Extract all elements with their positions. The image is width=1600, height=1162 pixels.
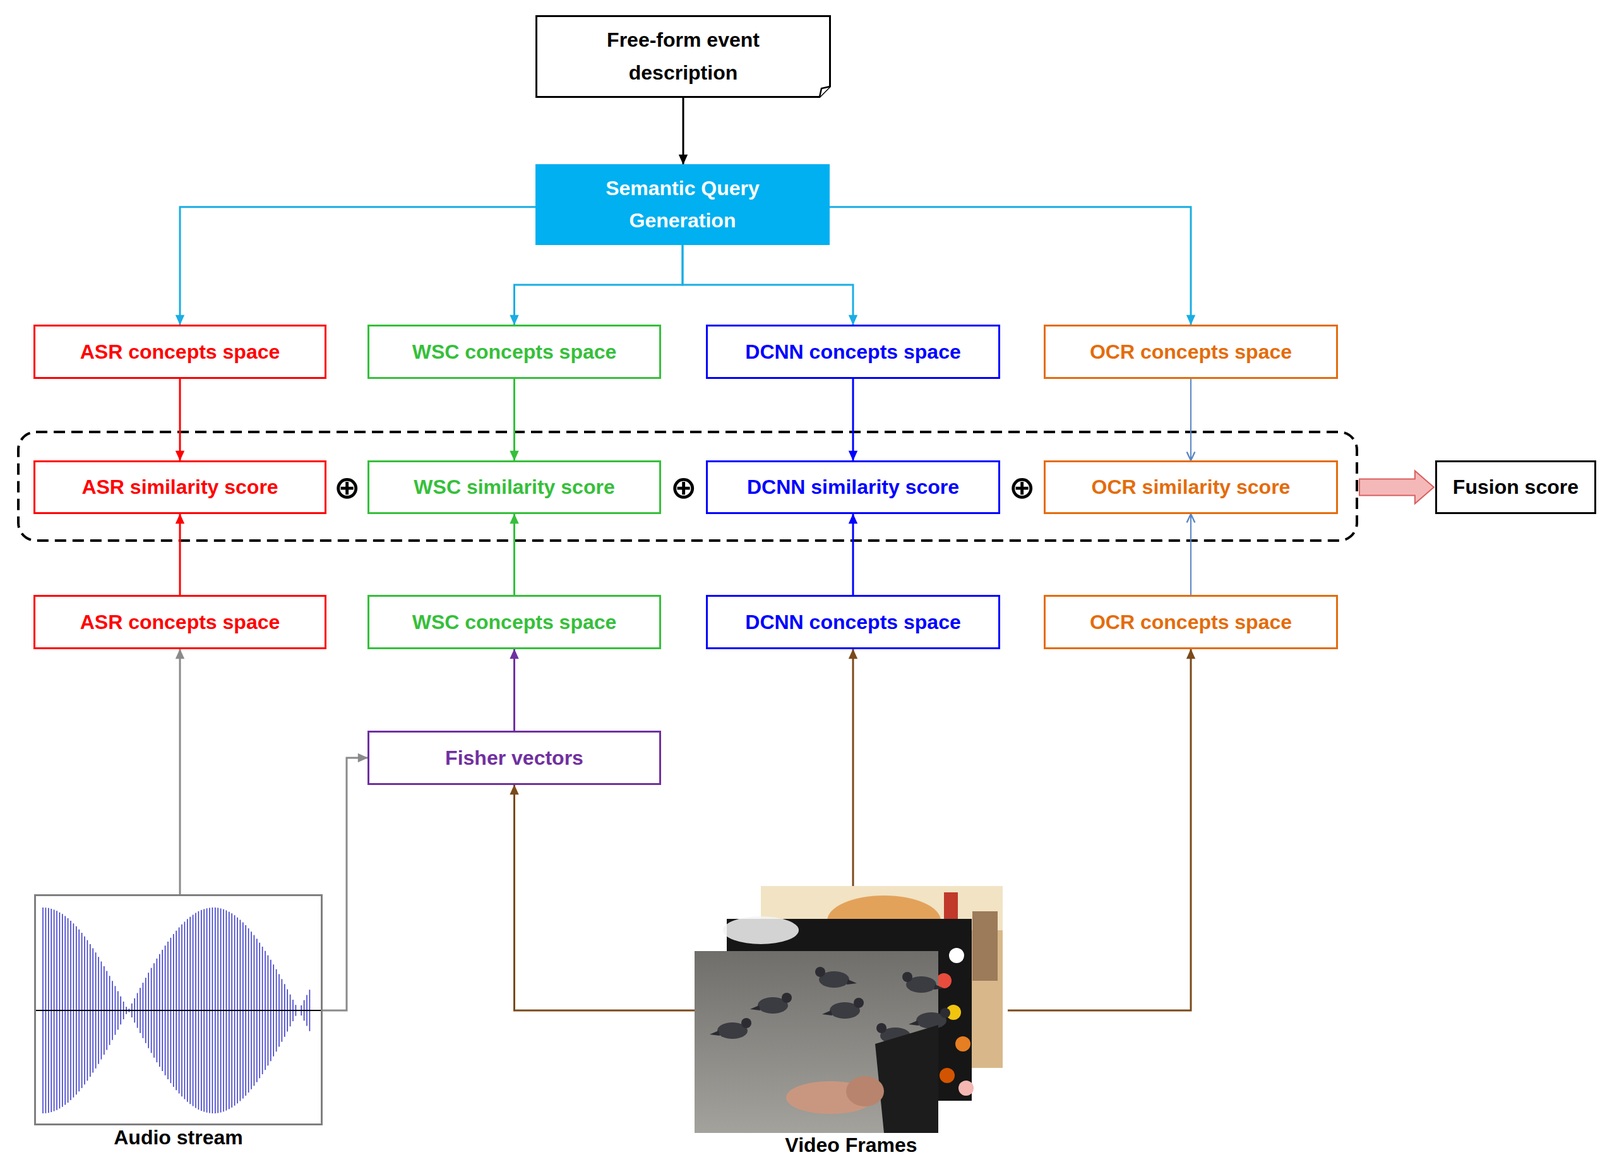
concept-box: WSC concepts space	[367, 324, 662, 379]
document-outline	[535, 15, 831, 98]
node-text: DCNN concepts space	[745, 339, 961, 364]
pigeon	[815, 966, 857, 988]
frame-light	[939, 1067, 955, 1083]
document-border	[536, 16, 831, 98]
connector	[829, 207, 1191, 325]
connector	[682, 97, 685, 165]
pigeon-head	[815, 966, 826, 977]
pigeon-tail	[908, 1020, 919, 1026]
plus-operator: ⊕	[334, 471, 361, 504]
node-text: Free-form event description	[554, 23, 812, 89]
video-figure: Video Frames	[694, 885, 1008, 1158]
connector	[513, 649, 516, 731]
connector	[513, 378, 516, 461]
concept-box: DCNN concepts space	[705, 324, 1001, 379]
pigeon-tail	[750, 1005, 761, 1011]
plus-operator: ⊕	[1008, 471, 1036, 504]
node-text: Fisher vectors	[445, 745, 584, 770]
video-frames-figure	[694, 885, 1008, 1133]
node-text: ASR concepts space	[80, 339, 281, 364]
frame-light	[949, 947, 965, 963]
node-text: DCNN similarity score	[746, 474, 960, 499]
pigeon-tail	[709, 1030, 720, 1036]
pigeon-tail	[933, 984, 944, 990]
sleeve	[875, 1024, 939, 1133]
node-text: OCR similarity score	[1091, 474, 1291, 499]
result-box: Fusion score	[1435, 460, 1597, 514]
frame-detail	[972, 911, 998, 981]
pigeon-head	[876, 1022, 887, 1033]
frame-light	[958, 1080, 974, 1096]
node-text: Fusion score	[1452, 474, 1579, 499]
node-text: OCR concepts space	[1089, 339, 1292, 364]
document-fold	[819, 86, 831, 98]
score-box: OCR similarity score	[1043, 460, 1338, 514]
pigeon	[750, 992, 792, 1014]
connector	[1007, 649, 1191, 1011]
pigeon-tail	[846, 979, 857, 985]
pigeon	[902, 971, 944, 993]
pigeon-head	[781, 992, 792, 1003]
fusion-arrow	[1359, 471, 1434, 504]
score-box: DCNN similarity score	[705, 460, 1001, 514]
pigeon	[709, 1017, 752, 1039]
plus-operator: ⊕	[670, 471, 698, 504]
connector	[682, 244, 854, 325]
score-box: WSC similarity score	[367, 460, 662, 514]
node-text: WSC concepts space	[412, 609, 617, 634]
connector	[1190, 378, 1192, 461]
concept-box: OCR concepts space	[1043, 594, 1338, 650]
frame-image	[694, 950, 951, 1133]
node-text: WSC similarity score	[413, 474, 615, 499]
hand	[846, 1075, 884, 1107]
concept-box: WSC concepts space	[367, 594, 662, 650]
pigeon-head	[741, 1017, 752, 1028]
waveform-figure	[34, 894, 323, 1126]
frame-background	[694, 950, 939, 1133]
feature-box: Fisher vectors	[367, 730, 662, 785]
concept-box: DCNN concepts space	[705, 594, 1001, 650]
figure-frame	[35, 895, 323, 1125]
connector	[179, 513, 182, 595]
node-text: ASR similarity score	[81, 474, 278, 499]
score-box: ASR similarity score	[33, 460, 327, 514]
connector	[514, 784, 696, 1011]
pigeon	[822, 997, 864, 1019]
concept-box: ASR concepts space	[33, 324, 327, 379]
group-outline	[18, 431, 1357, 541]
process-box: Semantic Query Generation	[535, 164, 830, 245]
node-text: ASR concepts space	[80, 609, 281, 634]
pigeon-head	[902, 971, 913, 982]
node-text: DCNN concepts space	[745, 609, 961, 634]
pigeon-head	[940, 1007, 951, 1018]
node-text: Audio stream	[34, 1126, 323, 1149]
connector	[179, 207, 536, 325]
node-text: Video Frames	[694, 1134, 1008, 1157]
connector	[514, 244, 684, 325]
pigeon-head	[853, 997, 864, 1008]
node-text: OCR concepts space	[1089, 609, 1292, 634]
audio-figure: Audio stream	[34, 894, 323, 1151]
connector	[1190, 513, 1192, 595]
document-box: Free-form event description	[535, 15, 831, 98]
connector	[513, 513, 516, 595]
frame-light	[955, 1036, 971, 1052]
connector	[852, 513, 855, 595]
frame-detail	[722, 916, 799, 944]
pigeon	[908, 1007, 951, 1029]
connector	[852, 378, 855, 461]
node-text: WSC concepts space	[412, 339, 617, 364]
connector	[179, 649, 182, 895]
pigeon-tail	[822, 1010, 833, 1016]
connector	[852, 649, 855, 886]
waveform-axis	[35, 1009, 321, 1011]
connector	[322, 757, 368, 1011]
connector	[179, 378, 182, 461]
concept-box: ASR concepts space	[33, 594, 327, 650]
concept-box: OCR concepts space	[1043, 324, 1338, 379]
node-text: Semantic Query Generation	[554, 172, 811, 237]
